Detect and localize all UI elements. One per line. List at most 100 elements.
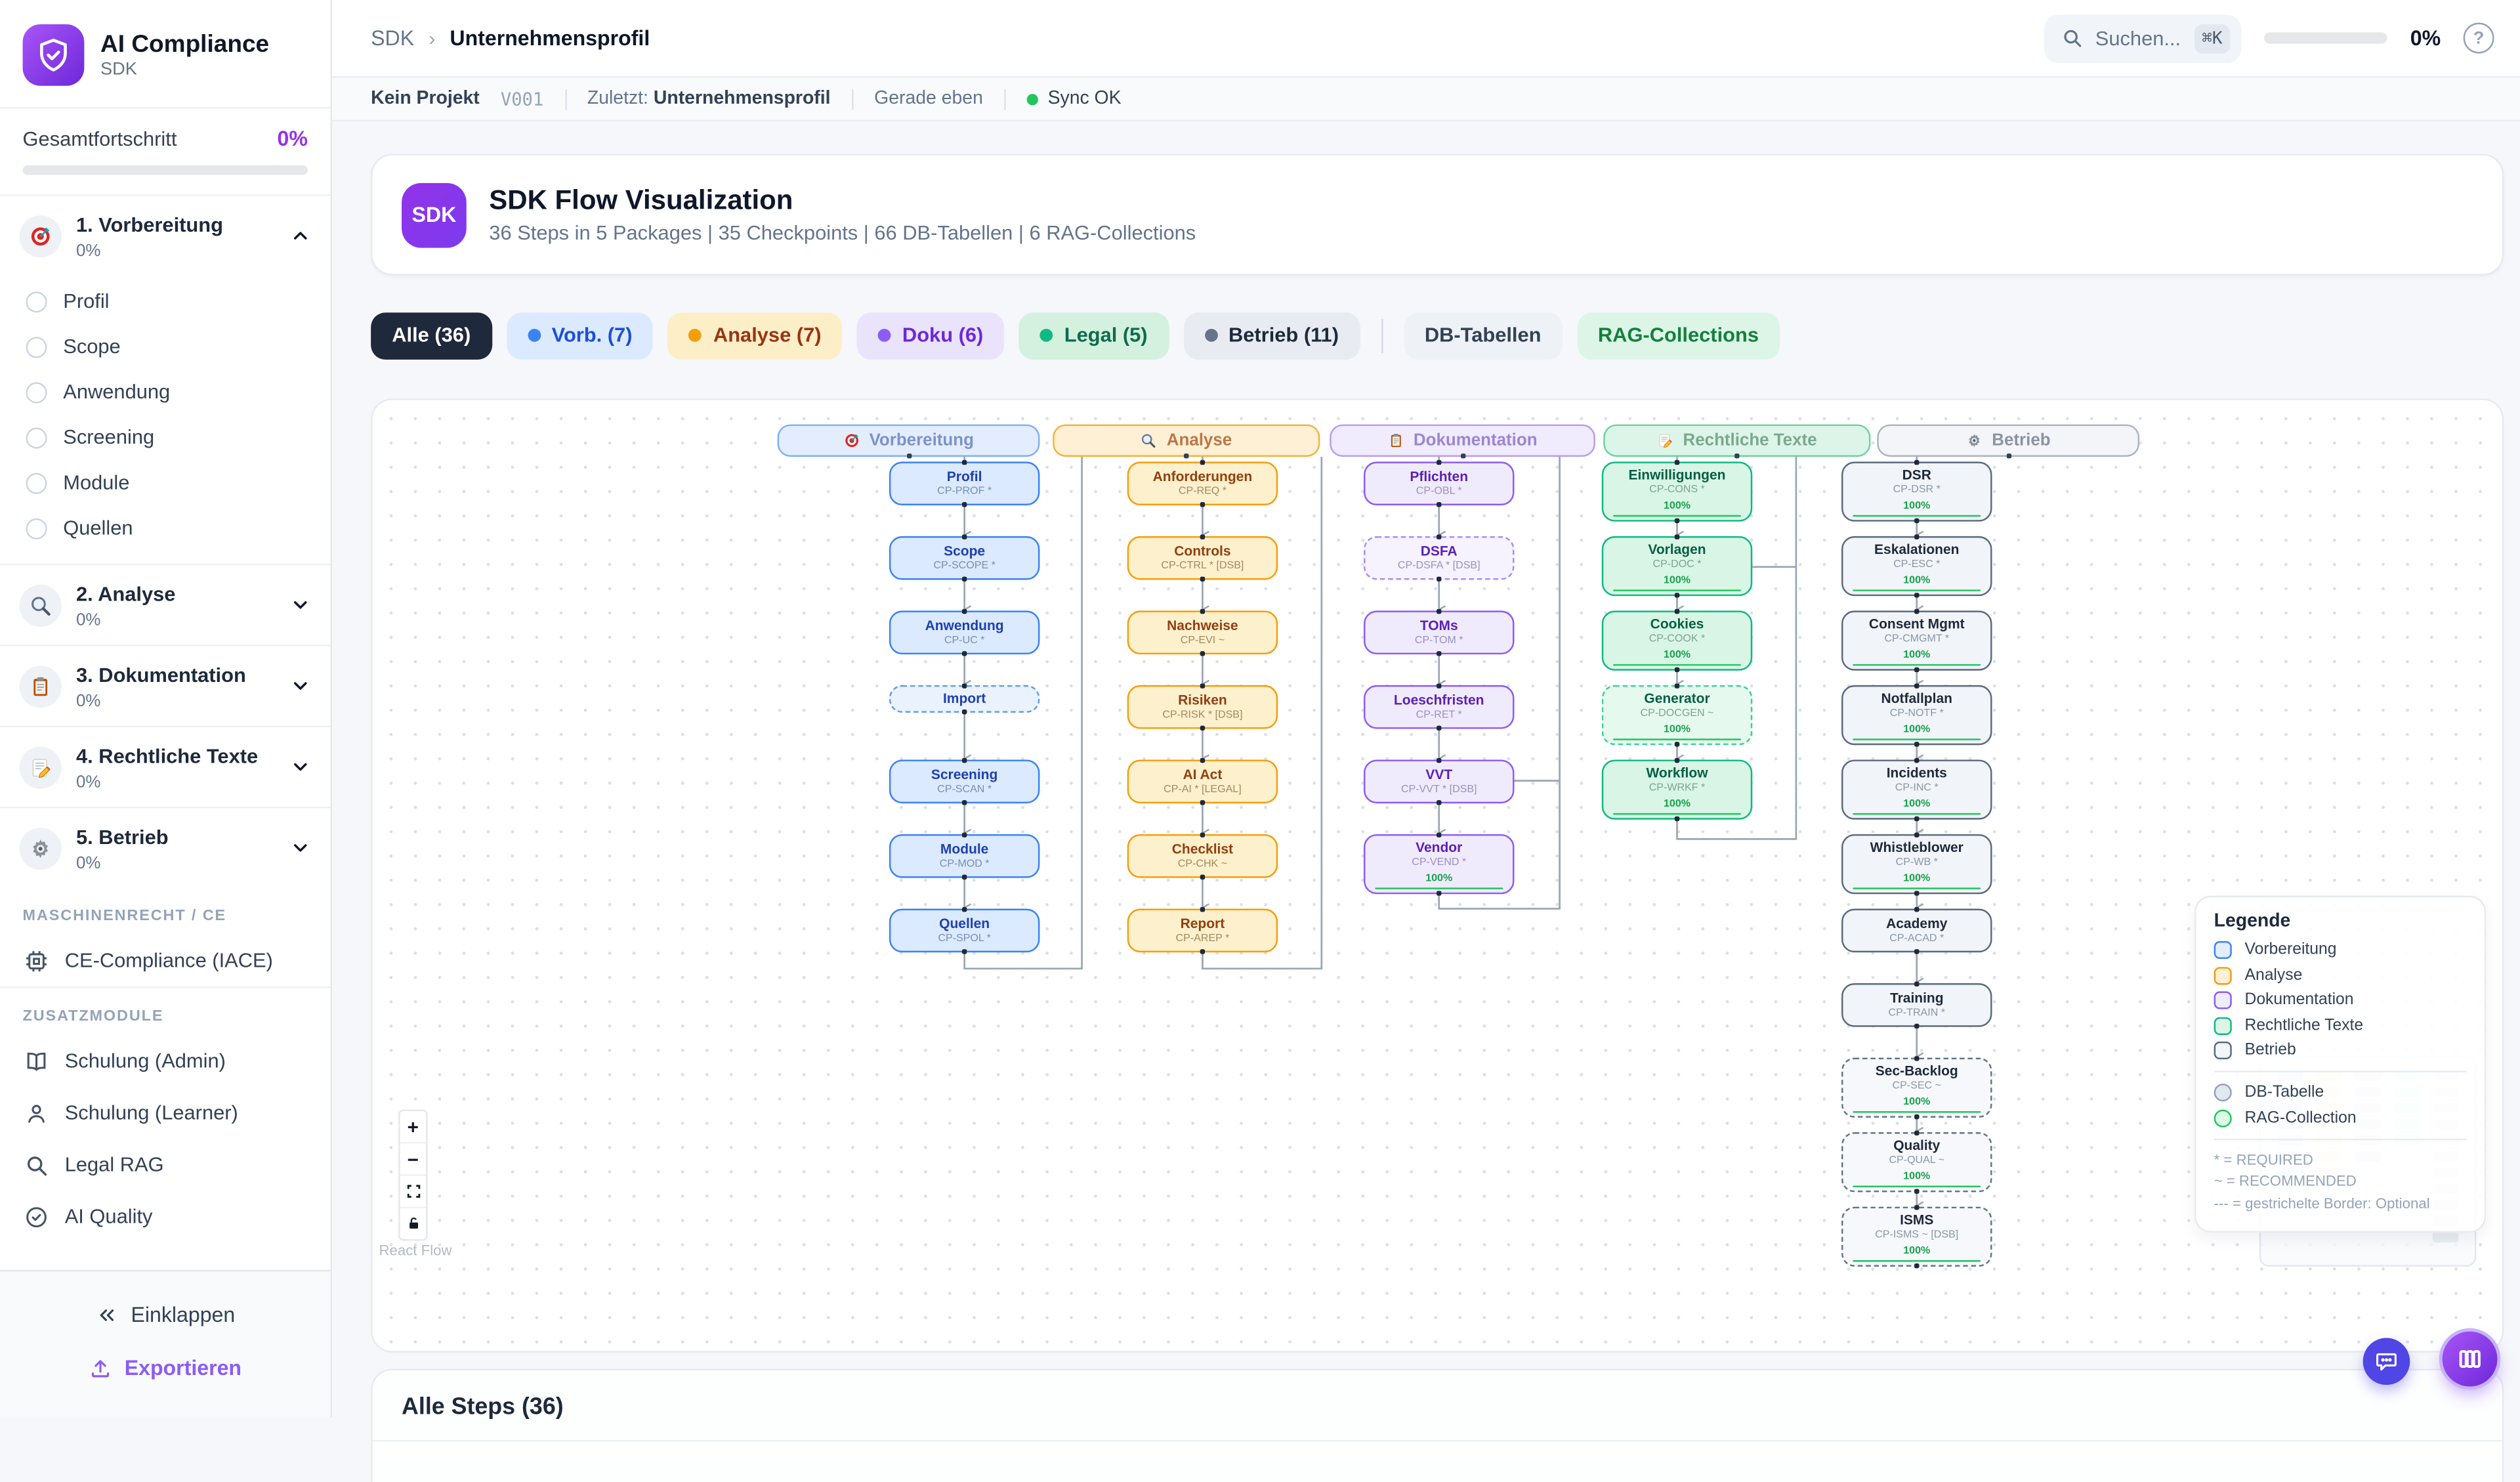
zoom-in-button[interactable]: + xyxy=(400,1111,427,1144)
fit-view-button[interactable] xyxy=(400,1175,427,1209)
node-progress-bar xyxy=(1853,514,1981,517)
legend-label: Analyse xyxy=(2244,966,2303,984)
node-code: CP-EVI ~ xyxy=(1180,634,1225,646)
sidebar-step-scope[interactable]: Scope xyxy=(0,324,330,370)
sidebar-step-screening[interactable]: Screening xyxy=(0,415,330,460)
collapse-label: Einklappen xyxy=(131,1302,236,1327)
sidebar-step-anwendung[interactable]: Anwendung xyxy=(0,370,330,415)
phase-progress: 0% xyxy=(75,610,101,631)
package-header-rechtliche-texte[interactable]: Rechtliche Texte xyxy=(1603,424,1871,459)
zoom-out-button[interactable]: − xyxy=(400,1143,427,1176)
page-title: SDK Flow Visualization xyxy=(489,184,793,216)
sidebar-item-ai-quality[interactable]: AI Quality xyxy=(0,1191,330,1242)
step-label: Module xyxy=(63,471,130,494)
node-progress-bar xyxy=(1613,663,1741,666)
legend-swatch xyxy=(2214,941,2232,959)
help-icon[interactable]: ? xyxy=(2463,22,2494,54)
package-header-vorbereitung[interactable]: Vorbereitung xyxy=(777,424,1040,459)
sidebar-step-module[interactable]: Module xyxy=(0,460,330,505)
filter-chip-db-tabellen[interactable]: DB-Tabellen xyxy=(1403,312,1563,359)
search-placeholder: Suchen... xyxy=(2095,26,2181,50)
sidebar-phase-2[interactable]: 2. Analyse 0% xyxy=(0,563,331,645)
lock-button[interactable] xyxy=(400,1208,427,1239)
columns-view-fab[interactable] xyxy=(2442,1331,2498,1387)
export-button[interactable]: Exportieren xyxy=(0,1341,330,1394)
node-code: CP-CMGMT * xyxy=(1884,633,1950,645)
sidebar-item-schulung-admin-[interactable]: Schulung (Admin) xyxy=(0,1035,330,1087)
filter-chip-doku-6-[interactable]: Doku (6) xyxy=(856,312,1005,359)
node-title: Report xyxy=(1180,915,1225,931)
overall-progress-value: 0% xyxy=(277,126,308,151)
package-header-dokumentation[interactable]: Dokumentation xyxy=(1330,424,1595,459)
lock-icon xyxy=(406,1216,420,1231)
filter-chip-analyse-7-[interactable]: Analyse (7) xyxy=(667,312,843,359)
gear-icon xyxy=(19,826,62,870)
search-input[interactable]: Suchen... ⌘K xyxy=(2043,13,2242,63)
chat-fab[interactable] xyxy=(2362,1338,2410,1386)
phase-progress: 0% xyxy=(75,853,101,874)
legend-title: Legende xyxy=(2214,912,2291,932)
sidebar-step-quellen[interactable]: Quellen xyxy=(0,505,330,551)
flow-node-import[interactable]: Import xyxy=(889,683,1040,715)
filter-chip-vorb-7-[interactable]: Vorb. (7) xyxy=(506,312,654,359)
filter-chip-legal-5-[interactable]: Legal (5) xyxy=(1018,312,1169,359)
sidebar-step-profil[interactable]: Profil xyxy=(0,278,330,324)
package-header-betrieb[interactable]: Betrieb xyxy=(1877,424,2140,459)
filter-chip-rag-collections[interactable]: RAG-Collections xyxy=(1576,312,1780,359)
status-bar: Kein Projekt V001 Zuletzt: Unternehmensp… xyxy=(331,77,2520,122)
breadcrumb-root[interactable]: SDK xyxy=(371,26,415,51)
node-title: Vendor xyxy=(1416,839,1463,856)
phase-label: 2. Analyse xyxy=(75,583,176,606)
sidebar-item-schulung-learner-[interactable]: Schulung (Learner) xyxy=(0,1087,330,1139)
filter-chip-betrieb-11-[interactable]: Betrieb (11) xyxy=(1183,312,1360,359)
filter-chip-alle-36-[interactable]: Alle (36) xyxy=(371,312,492,359)
sidebar-item-legal-rag[interactable]: Legal RAG xyxy=(0,1139,330,1191)
node-title: Checklist xyxy=(1171,840,1234,857)
package-header-analyse[interactable]: Analyse xyxy=(1053,424,1320,459)
node-code: CP-WB * xyxy=(1895,856,1938,868)
collapse-sidebar-button[interactable]: Einklappen xyxy=(0,1288,330,1341)
sidebar-item-ce-compliance[interactable]: CE-Compliance (IACE) xyxy=(0,935,330,986)
